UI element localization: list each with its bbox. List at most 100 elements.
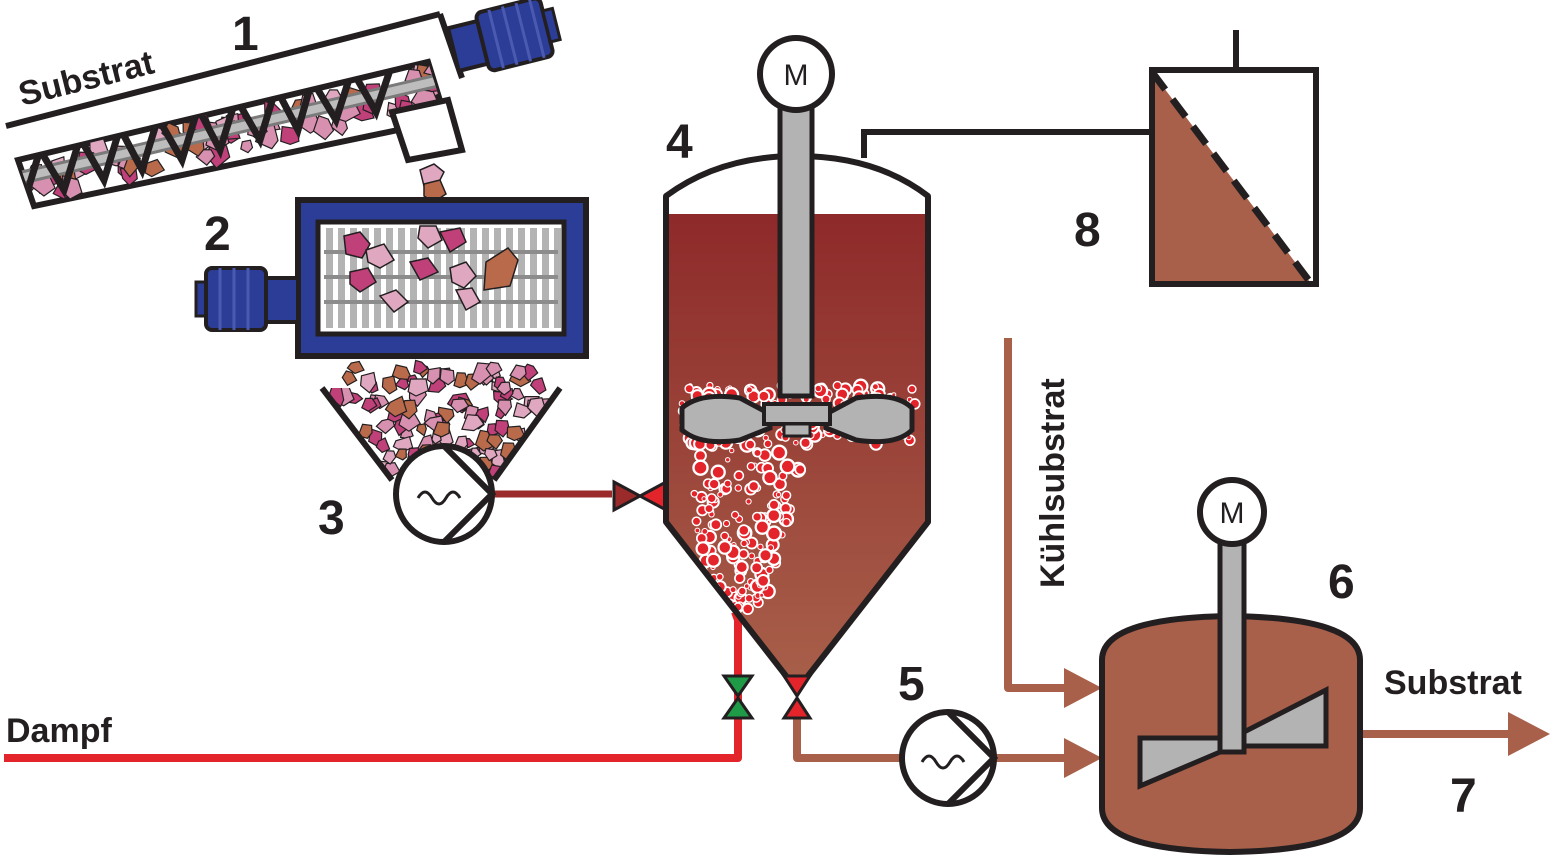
steam-bubble — [745, 498, 752, 505]
transfer-pump — [899, 709, 999, 807]
number-2: 2 — [204, 208, 231, 261]
substrate-chip — [450, 398, 470, 414]
reactor-motor: M — [757, 35, 835, 113]
number-4: 4 — [666, 116, 693, 169]
steam-bubble — [762, 434, 769, 441]
substrate-chip — [475, 406, 490, 424]
substrate-chip — [382, 450, 397, 465]
steam-bubble — [740, 539, 748, 548]
steam-bubble — [690, 489, 699, 498]
shredder — [194, 197, 589, 359]
substrate-chip — [407, 378, 429, 397]
screw-conveyor-cover — [5, 11, 441, 129]
steam-bubble — [699, 592, 712, 605]
substrate-chip — [394, 448, 407, 461]
steam-bubble — [765, 565, 774, 575]
steam-bubble — [734, 484, 743, 492]
steam-line — [4, 595, 744, 762]
steam-bubble — [751, 511, 763, 523]
steam-bubble — [694, 449, 707, 463]
substrate-chip — [416, 423, 427, 437]
steam-bubble — [794, 463, 806, 476]
steam-bubble — [738, 548, 749, 560]
steam-bubble — [704, 503, 714, 514]
substrate-chip — [494, 419, 510, 438]
shredder-chips — [343, 225, 519, 314]
steam-bubble — [729, 447, 735, 454]
steam-bubble — [779, 458, 796, 475]
steam-bubble — [730, 510, 740, 520]
steam-bubble — [715, 572, 724, 581]
steam-bubble — [684, 383, 695, 394]
substrate-chip — [484, 447, 498, 462]
feed-valve — [612, 479, 668, 513]
substrate-chip — [497, 399, 513, 417]
steam-bubble — [691, 516, 702, 527]
steam-bubble — [717, 491, 724, 498]
steam-bubble — [775, 492, 782, 498]
cooling-tank-motor: M — [1197, 477, 1267, 547]
cooling-tank-motor-label: M — [1220, 497, 1245, 530]
steam-bubble — [832, 380, 843, 391]
steam-bubble — [723, 479, 732, 488]
steam-bubble — [771, 444, 788, 461]
substrate-chip — [328, 388, 345, 408]
shredder-crossbar — [324, 250, 558, 254]
shredder-motor — [194, 266, 300, 332]
condenser-membrane — [1149, 69, 1313, 285]
outlet-line — [793, 718, 902, 762]
label-substrat-out: Substrat — [1384, 664, 1522, 702]
number-5: 5 — [898, 658, 925, 711]
substrate-chip — [413, 359, 429, 375]
number-3: 3 — [318, 492, 345, 545]
steam-bubble — [754, 519, 771, 535]
steam-bubble — [706, 493, 717, 504]
steam-bubble — [705, 552, 722, 568]
steam-bubble — [703, 584, 716, 597]
reactor-fill — [666, 214, 928, 690]
steam-bubble — [907, 384, 917, 394]
substrate-chip — [240, 139, 254, 154]
steam-bubble — [741, 602, 754, 616]
number-6: 6 — [1328, 556, 1355, 609]
steam-bubble — [710, 600, 719, 609]
substrate-chip — [529, 377, 547, 395]
steam-bubble — [700, 585, 711, 597]
steam-bubble — [765, 525, 783, 542]
steam-bubble — [747, 480, 760, 493]
steam-bubble — [782, 517, 791, 527]
steam-bubble — [746, 461, 756, 471]
falling-chips — [419, 163, 447, 203]
screw-conveyor-contents — [18, 62, 446, 200]
steam-bubble — [709, 518, 723, 531]
steam-bubble — [720, 531, 730, 541]
steam-bubble — [799, 436, 812, 449]
steam-bubble — [737, 586, 747, 596]
substrate-chip — [509, 364, 527, 381]
reactor-motor-label: M — [784, 59, 809, 92]
steam-bubble — [704, 584, 712, 592]
screw-flight — [22, 62, 396, 199]
product-arrow — [1508, 712, 1550, 756]
steam-bubble — [701, 496, 707, 502]
steam-bubble — [708, 478, 720, 490]
steam-bubble — [737, 524, 750, 537]
number-8: 8 — [1074, 204, 1101, 257]
steam-bubble — [748, 552, 756, 560]
substrate-chip — [361, 397, 378, 412]
steam-bubble — [710, 464, 726, 480]
steam-valve — [721, 674, 755, 720]
number-7: 7 — [1450, 770, 1477, 823]
arrow-to-cooler-lower — [1064, 738, 1102, 778]
steam-bubble — [781, 490, 792, 501]
substrate-chip — [346, 360, 365, 375]
steam-bubble — [753, 448, 762, 458]
substrate-chip — [312, 115, 335, 141]
substrate-chip — [384, 395, 408, 418]
screw-conveyor — [5, 0, 562, 210]
label-dampf: Dampf — [6, 712, 112, 750]
reactor: M — [663, 35, 931, 693]
substrate-chip — [461, 414, 485, 432]
steam-bubble — [744, 439, 756, 450]
